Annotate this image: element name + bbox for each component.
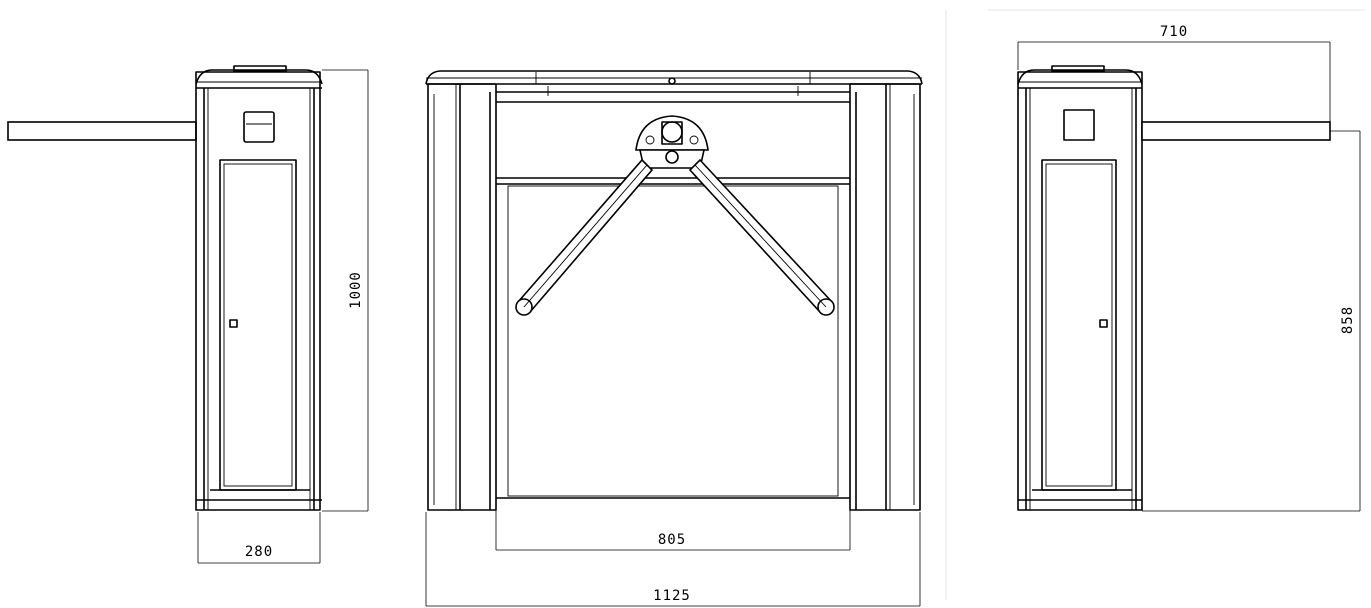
front-view: 805 1125 — [425, 70, 923, 607]
front-view-rotor-head — [635, 115, 709, 151]
dim-1000-label: 1000 — [348, 271, 364, 309]
side-view-right-lock — [1099, 319, 1108, 328]
dim-710-label: 710 — [1160, 24, 1188, 40]
dim-1125-label: 1125 — [653, 588, 691, 604]
dim-858-label: 858 — [1340, 306, 1356, 334]
side-view-left-reader — [243, 111, 275, 143]
side-view-right-door — [1041, 159, 1117, 491]
side-view-right-top-cap — [1017, 69, 1143, 85]
side-view-right-cabinet — [1017, 71, 1143, 511]
side-view-left: 280 1000 — [7, 65, 369, 564]
front-view-passage — [507, 185, 839, 497]
front-view-arm-left — [515, 158, 654, 316]
front-view-right-post — [849, 83, 921, 511]
side-view-right-reader — [1063, 109, 1095, 141]
side-view-right: 710 858 — [1017, 24, 1361, 512]
side-view-left-top-plate — [233, 65, 287, 72]
side-view-right-top-plate — [1051, 65, 1105, 72]
side-view-left-arm — [7, 121, 197, 141]
side-view-left-top-cap — [195, 69, 323, 85]
side-view-right-arm — [1141, 121, 1331, 141]
front-view-left-post — [427, 83, 497, 511]
side-view-left-lock — [229, 319, 238, 328]
dim-805-label: 805 — [658, 532, 686, 548]
dim-280-label: 280 — [245, 544, 273, 560]
front-view-arm-right — [688, 158, 835, 316]
side-view-left-cabinet — [195, 71, 321, 511]
front-view-top-screw — [668, 77, 676, 85]
side-view-left-door — [219, 159, 297, 491]
